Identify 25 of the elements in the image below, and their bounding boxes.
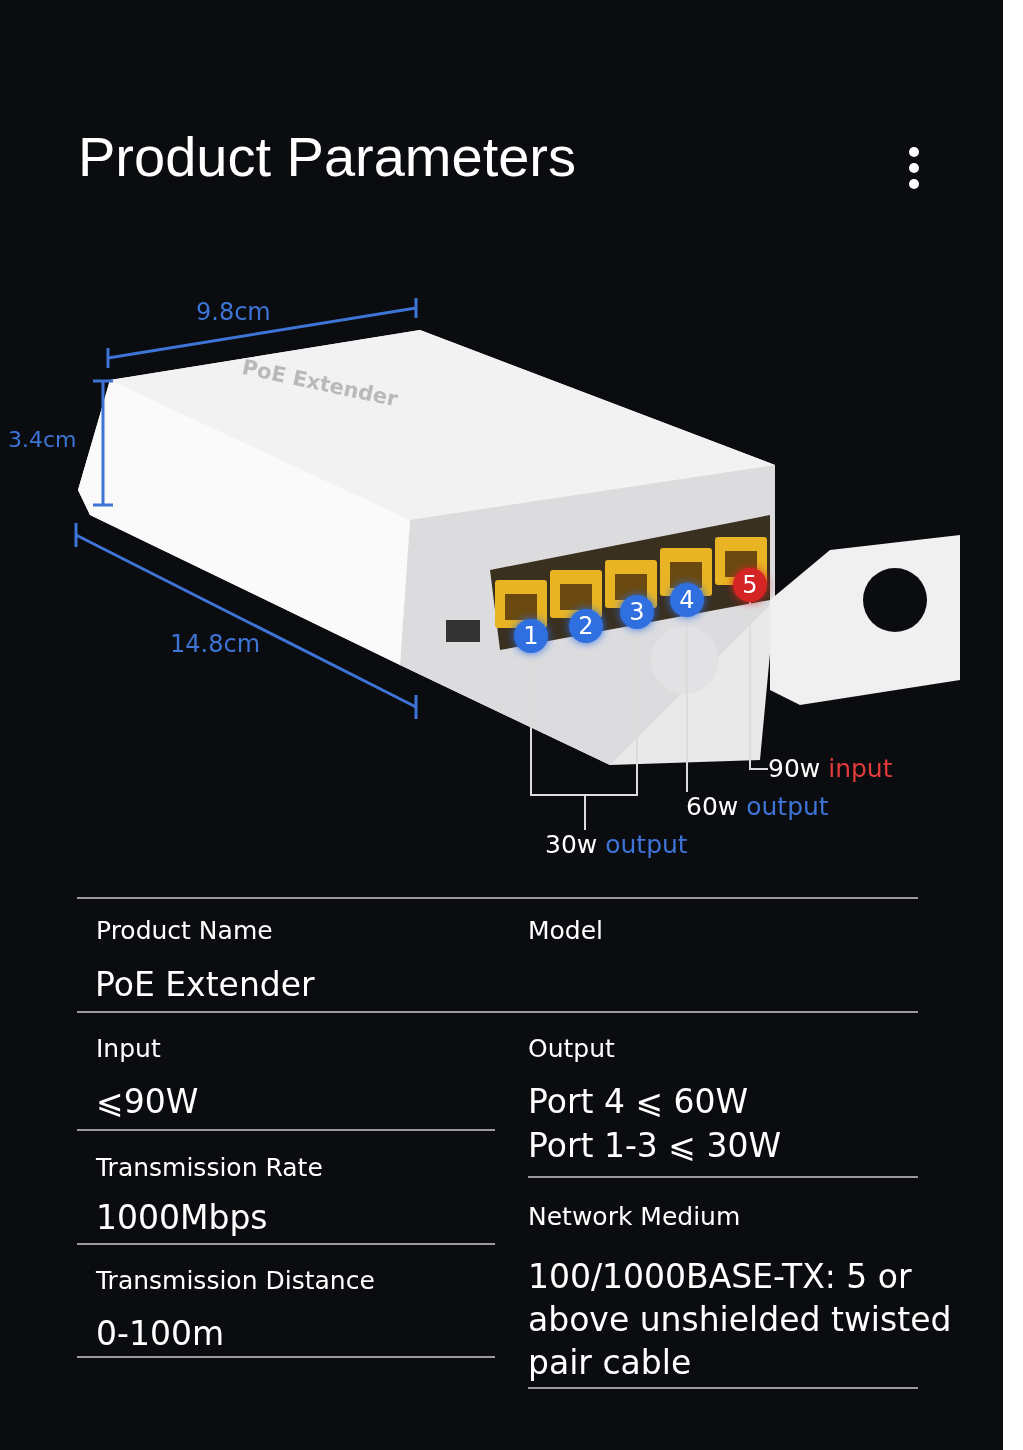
dimension-label: 3.4cm — [8, 427, 77, 452]
power-value: 60w — [686, 792, 739, 821]
dimension-label: 9.8cm — [196, 298, 271, 326]
table-header: Product Name — [96, 916, 273, 945]
table-value: Port 1-3 ⩽ 30W — [528, 1126, 782, 1165]
table-header: Input — [96, 1034, 161, 1063]
leader-line — [749, 601, 769, 770]
power-value: 30w — [545, 830, 598, 859]
table-value: 0-100m — [96, 1314, 225, 1353]
table-header: Transmission Rate — [96, 1153, 323, 1182]
page-title: Product Parameters — [78, 124, 576, 189]
table-value: ⩽90W — [96, 1082, 199, 1121]
port-role-label: output — [745, 792, 829, 821]
port-role-label: input — [827, 754, 893, 783]
table-value: Port 4 ⩽ 60W — [528, 1082, 749, 1121]
port-role-label: output — [604, 830, 688, 859]
dimension-label: 14.8cm — [170, 630, 260, 658]
table-header: Transmission Distance — [96, 1266, 375, 1295]
table-value: 1000Mbps — [96, 1198, 268, 1237]
table-header: Output — [528, 1034, 615, 1063]
power-value: 90w — [768, 754, 821, 783]
table-value: PoE Extender — [95, 965, 315, 1004]
table-value: 100/1000BASE-TX: 5 or above unshielded twisted pair cable — [528, 1256, 953, 1384]
table-header: Model — [528, 916, 604, 945]
table-header: Network Medium — [528, 1202, 741, 1231]
